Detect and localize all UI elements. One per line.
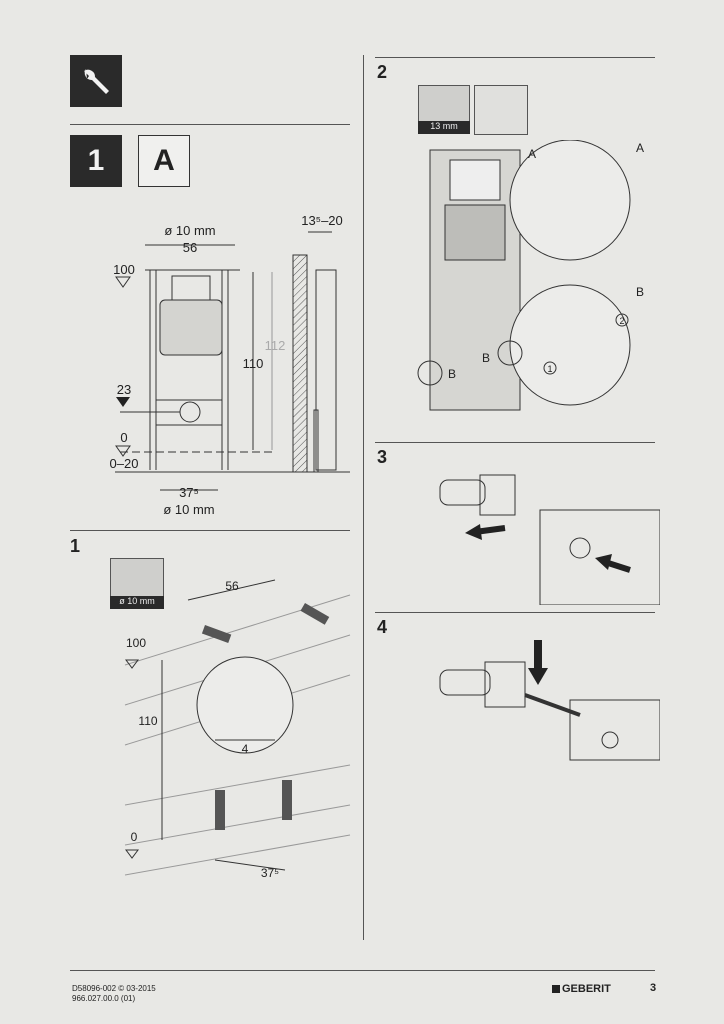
step-number-box: 1	[70, 135, 122, 187]
label-b-detail: B	[636, 285, 644, 299]
step-2-number: 2	[377, 62, 388, 82]
floor-range-label: 0–20	[110, 456, 139, 471]
step-4-diagram	[439, 640, 660, 761]
brand-logo: GEBERIT	[552, 983, 611, 995]
column-divider	[363, 55, 364, 940]
floor-0-label: 0	[120, 430, 127, 445]
step-3-diagram	[439, 474, 660, 605]
divider	[70, 530, 350, 531]
drill-bit-icon	[110, 558, 164, 598]
label-b-2: B	[448, 367, 456, 381]
label-a: A	[528, 147, 536, 161]
circle-2-label: 2	[619, 316, 624, 326]
step-3-number: 3	[377, 447, 388, 467]
divider	[375, 442, 655, 443]
label-a-detail: A	[636, 141, 644, 155]
bottom-width-label: 37⁵	[179, 485, 199, 500]
article-number: 966.027.00.0 (01)	[72, 994, 136, 1003]
height-23-label: 23	[117, 382, 131, 397]
footer-divider	[70, 970, 655, 971]
page-number: 3	[650, 982, 657, 994]
bottom-diameter-label: ø 10 mm	[163, 502, 214, 517]
step1-bottom-width-label: 37⁵	[261, 866, 279, 880]
height-110-label: 110	[243, 356, 264, 371]
height-100-label: 100	[113, 262, 135, 277]
divider	[70, 124, 350, 125]
depth-range-label: 13⁵–20	[301, 213, 343, 228]
circle-1-label: 1	[547, 364, 552, 374]
drill-size-label: ø 10 mm	[110, 596, 164, 609]
step1-floor-0-label: 0	[131, 830, 138, 844]
height-112-label: 112	[265, 338, 286, 353]
divider	[375, 612, 655, 613]
wrench-size-label: 13 mm	[418, 121, 470, 134]
brand-name: GEBERIT	[562, 983, 611, 995]
ruler-icon	[474, 85, 528, 135]
top-diameter-label: ø 10 mm	[164, 223, 215, 238]
logo-square-icon	[552, 985, 560, 993]
step1-height-100-label: 100	[126, 636, 146, 650]
step-1-diagram: 56 100 110 0 4 37⁵	[124, 579, 351, 880]
wrench-icon	[70, 55, 122, 107]
step-4-number: 4	[377, 617, 388, 637]
step1-width-label: 56	[225, 579, 239, 593]
step1-detail-4-label: 4	[242, 742, 249, 756]
step-2-diagram: A A B B B 1 2	[417, 140, 644, 411]
step1-height-110-label: 110	[138, 714, 157, 728]
socket-wrench-icon	[418, 85, 470, 123]
label-b: B	[482, 351, 490, 365]
top-width-label: 56	[183, 240, 197, 255]
variant-box: A	[138, 135, 190, 187]
divider	[375, 57, 655, 58]
doc-code: D58096-002 © 03-2015	[72, 984, 156, 993]
step-1-number: 1	[70, 536, 81, 556]
dimensions-diagram: ø 10 mm 56 13⁵–20 100 112 110 23 0 0–20 …	[110, 213, 350, 517]
